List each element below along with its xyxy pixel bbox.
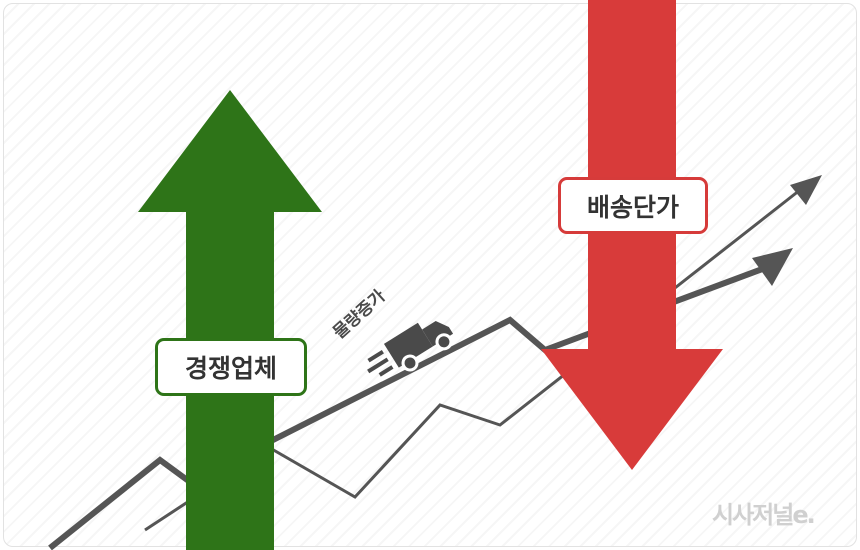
background-frame (3, 3, 857, 547)
thick-trend-line (48, 248, 793, 550)
watermark-logo: 시사저널e. (712, 501, 816, 529)
truck-icon (367, 321, 454, 377)
delivery-price-label: 배송단가 (558, 177, 708, 234)
competitors-label: 경쟁업체 (155, 338, 307, 396)
trend-arrow-icon (752, 248, 793, 286)
up-arrow-icon (138, 90, 322, 550)
down-arrow-icon (541, 0, 723, 470)
trend-arrow-icon (790, 175, 822, 205)
